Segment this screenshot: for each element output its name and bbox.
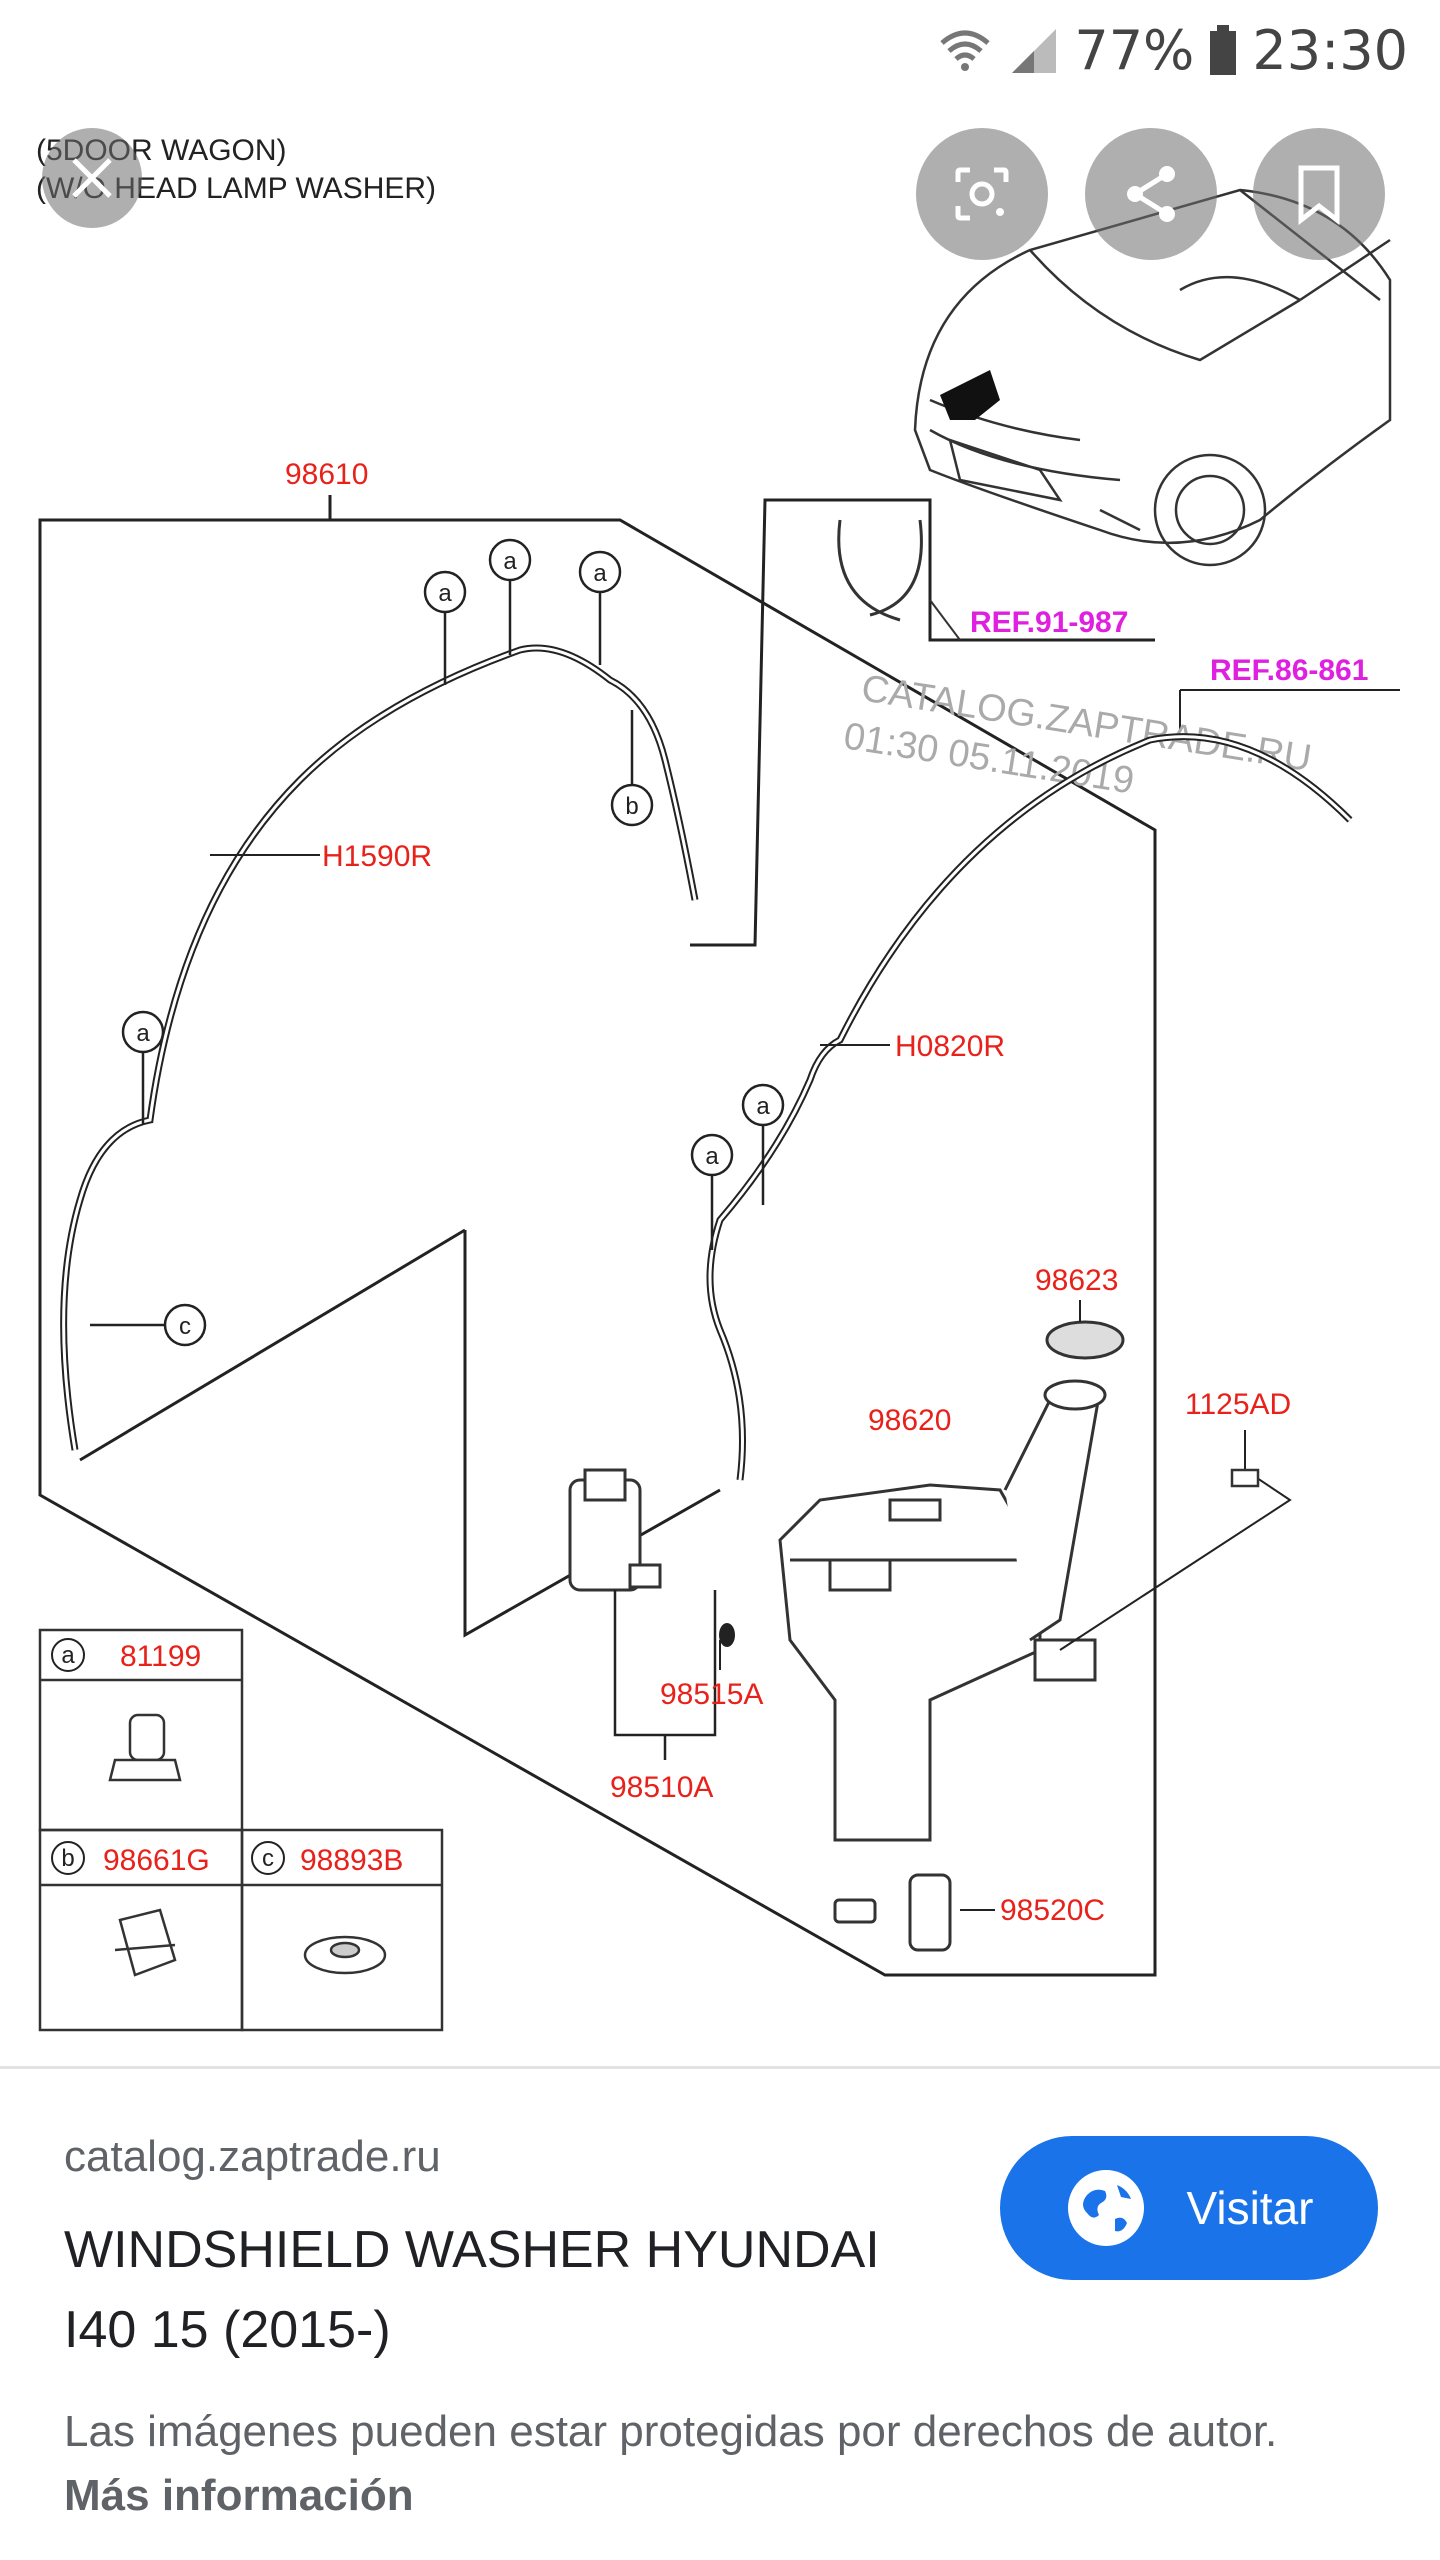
callout-b: b <box>625 793 638 820</box>
legend-callout-b: b <box>61 1845 74 1872</box>
wifi-icon <box>938 23 992 77</box>
washer-reservoir <box>778 1379 1107 1842</box>
legend-c-part: 98893B <box>300 1844 403 1877</box>
signal-icon <box>1006 23 1060 77</box>
label-98520c: 98520C <box>1000 1894 1105 1927</box>
legend-callout-a: a <box>61 1642 75 1669</box>
label-98510a: 98510A <box>610 1771 713 1804</box>
label-ref-86-861: REF.86-861 <box>1210 654 1368 687</box>
legend-a-part: 81199 <box>120 1640 201 1673</box>
bookmark-icon <box>1298 165 1340 226</box>
battery-icon <box>1208 23 1238 77</box>
copyright-text: Las imágenes pueden estar protegidas por… <box>64 2407 1278 2456</box>
image-title[interactable]: WINDSHIELD WASHER HYUNDAI I40 15 (2015-) <box>64 2221 880 2359</box>
close-button[interactable] <box>42 128 142 228</box>
washer-tank-highlight <box>940 370 1000 420</box>
share-button[interactable] <box>1085 128 1217 260</box>
label-ref-91-987: REF.91-987 <box>970 606 1128 639</box>
callout-a-group: a a a a a a b c <box>90 538 785 1347</box>
callout-a: a <box>136 1020 150 1047</box>
close-icon <box>72 158 112 198</box>
parts-diagram: (5DOOR WAGON) (W/O HEAD LAMP WASHER) 986… <box>36 134 1400 2032</box>
globe-icon <box>1067 2170 1144 2246</box>
lens-icon <box>955 167 1009 221</box>
clip-98661g-drawing <box>114 1908 177 1977</box>
clip-81199-drawing <box>108 1713 182 1782</box>
level-sensor <box>833 1873 952 1952</box>
legend-callout-c: c <box>262 1845 274 1872</box>
reservoir-cap <box>1045 1320 1125 1360</box>
share-icon <box>1127 166 1175 222</box>
label-98515a: 98515A <box>660 1678 763 1711</box>
callout-a: a <box>438 580 452 607</box>
lens-button[interactable] <box>916 128 1048 260</box>
callout-a: a <box>756 1093 770 1120</box>
callout-a: a <box>705 1143 719 1170</box>
more-info-link[interactable]: Más información <box>64 2471 414 2520</box>
grommet-98893b-drawing <box>303 1935 387 1975</box>
washer-pump <box>568 1468 662 1592</box>
label-1125ad: 1125AD <box>1185 1388 1291 1421</box>
callout-a: a <box>593 560 607 587</box>
panel-divider <box>0 2066 1440 2069</box>
legend-b-part: 98661G <box>103 1844 210 1877</box>
battery-percent: 77% <box>1074 18 1195 82</box>
bookmark-button[interactable] <box>1253 128 1385 260</box>
label-h1590r: H1590R <box>322 840 432 873</box>
label-98623: 98623 <box>1035 1264 1118 1297</box>
visit-button[interactable]: Visitar <box>1000 2136 1378 2280</box>
visit-button-label: Visitar <box>1186 2182 1314 2234</box>
parts-legend <box>38 1628 444 2032</box>
copyright-notice: Las imágenes pueden estar protegidas por… <box>64 2400 1364 2528</box>
label-98610: 98610 <box>285 458 368 491</box>
label-h0820r: H0820R <box>895 1030 1005 1063</box>
source-domain[interactable]: catalog.zaptrade.ru <box>64 2132 441 2181</box>
status-bar: 77% 23:30 <box>0 0 1440 100</box>
callout-c: c <box>179 1313 191 1340</box>
label-98620: 98620 <box>868 1404 951 1437</box>
clock: 23:30 <box>1252 18 1408 82</box>
callout-a: a <box>503 548 517 575</box>
